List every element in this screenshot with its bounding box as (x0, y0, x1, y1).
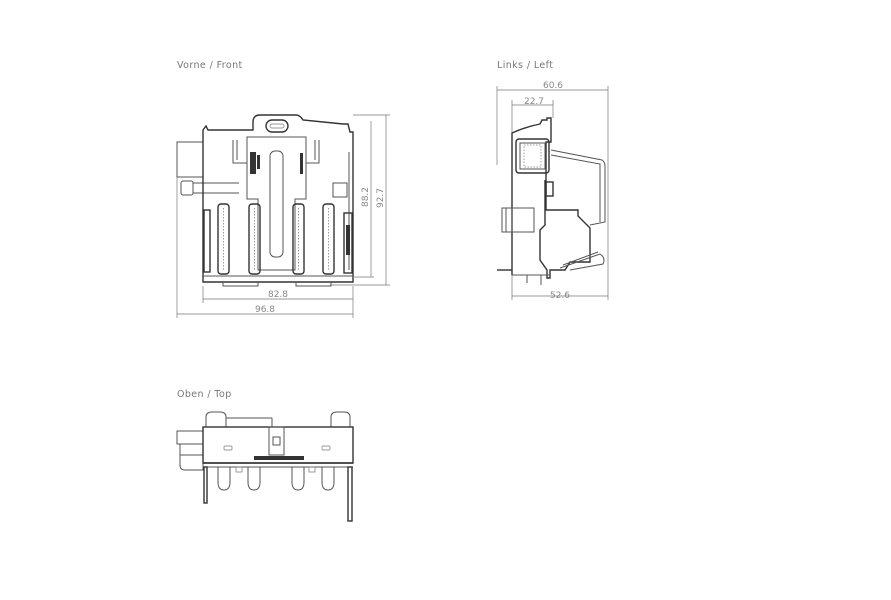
dim-22-7: 22.7 (524, 97, 544, 107)
top-view-drawing (176, 411, 354, 522)
top-view-label: Oben / Top (177, 389, 232, 400)
dim-96-8: 96.8 (255, 305, 275, 315)
front-view-drawing: 82.8 96.8 88.2 92.7 (176, 114, 390, 318)
dim-60-6: 60.6 (543, 81, 563, 91)
dim-52-6: 52.6 (550, 291, 570, 301)
dim-88-2: 88.2 (361, 187, 371, 207)
dim-82-8: 82.8 (268, 290, 288, 300)
dim-92-7: 92.7 (376, 188, 386, 208)
front-view-label: Vorne / Front (177, 60, 243, 71)
left-view-label: Links / Left (497, 60, 554, 71)
top-view-pins (203, 466, 353, 522)
left-view-drawing: 60.6 22.7 52.6 (496, 81, 609, 301)
terminal-strips (217, 203, 335, 275)
